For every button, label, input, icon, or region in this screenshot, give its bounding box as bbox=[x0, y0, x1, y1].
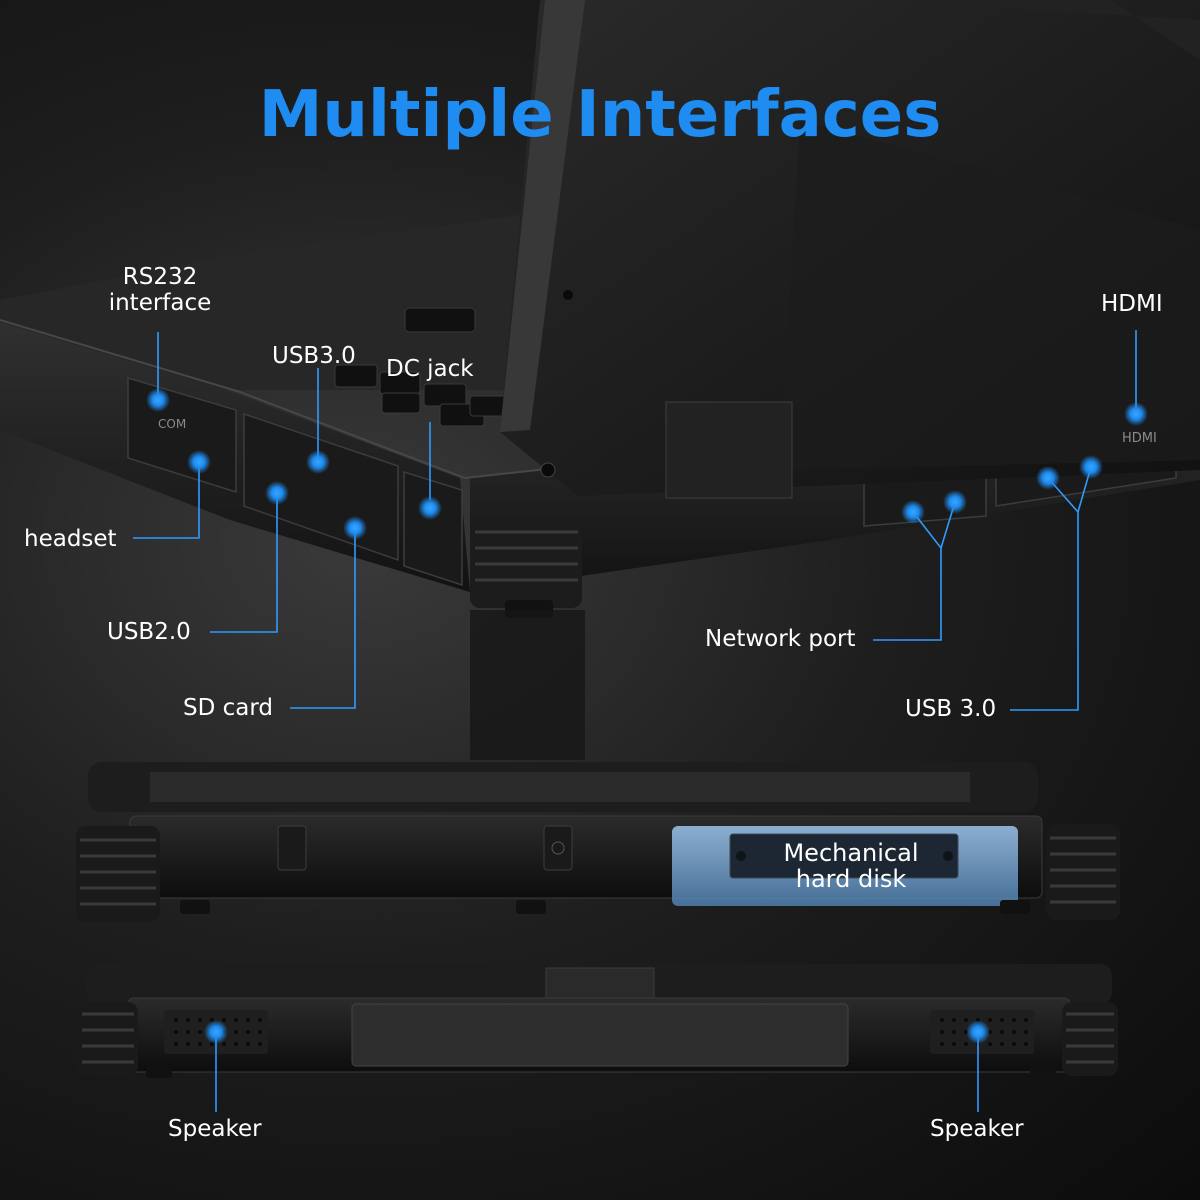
marker-usb30-right-2 bbox=[1079, 455, 1103, 479]
marker-dc-jack bbox=[418, 496, 442, 520]
marker-sd-card bbox=[343, 516, 367, 540]
marker-rs232 bbox=[146, 388, 170, 412]
headset-label: headset bbox=[24, 526, 117, 552]
rs232-label: RS232 interface bbox=[100, 264, 220, 316]
laptop-front-view-speakers bbox=[78, 964, 1118, 1078]
marker-network-2 bbox=[943, 490, 967, 514]
rs232-label-line2: interface bbox=[108, 290, 212, 316]
marker-hdmi bbox=[1124, 402, 1148, 426]
marker-network-1 bbox=[901, 500, 925, 524]
hdd-label-line2: hard disk bbox=[795, 865, 907, 893]
com-marking: COM bbox=[158, 417, 186, 431]
marker-usb30-left bbox=[306, 450, 330, 474]
hdmi-label: HDMI bbox=[1101, 291, 1163, 317]
corner-bumper bbox=[470, 520, 582, 618]
usb30-right-label: USB 3.0 bbox=[905, 696, 997, 722]
page-title: Multiple Interfaces bbox=[258, 78, 942, 152]
dc-jack-label: DC jack bbox=[386, 356, 474, 382]
marker-speaker-left bbox=[204, 1020, 228, 1044]
speaker-left-label: Speaker bbox=[168, 1116, 262, 1142]
rs232-label-line1: RS232 bbox=[122, 264, 198, 290]
hdmi-marking: HDMI bbox=[1122, 431, 1157, 446]
network-port-label: Network port bbox=[705, 626, 856, 652]
hdd-label-line1: Mechanical bbox=[783, 839, 919, 867]
usb30-left-label: USB3.0 bbox=[272, 343, 356, 369]
speaker-right-label: Speaker bbox=[930, 1116, 1024, 1142]
marker-usb20 bbox=[265, 481, 289, 505]
marker-usb30-right-1 bbox=[1036, 466, 1060, 490]
marker-headset bbox=[187, 450, 211, 474]
sd-card-label: SD card bbox=[183, 695, 274, 721]
usb20-label: USB2.0 bbox=[107, 619, 191, 645]
port-markers bbox=[146, 388, 1148, 1044]
hdd-label: Mechanical hard disk bbox=[740, 840, 962, 892]
marker-speaker-right bbox=[966, 1020, 990, 1044]
laptop-side-view-hdd bbox=[76, 762, 1120, 922]
